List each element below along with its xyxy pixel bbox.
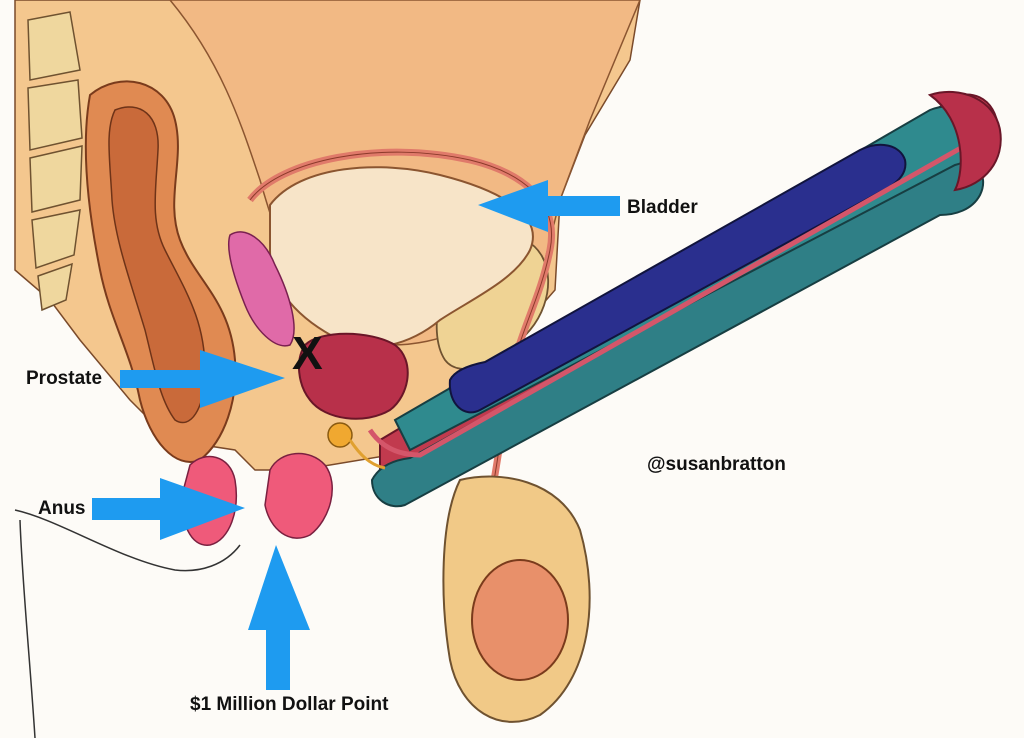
- corpus-spongiosum: [370, 158, 985, 508]
- bulb-of-penis: [264, 452, 333, 539]
- thigh-outline: [19, 519, 36, 738]
- bulbourethral-duct: [348, 439, 386, 470]
- corpus-cavernosum: [448, 143, 907, 414]
- label-prostate: Prostate: [26, 368, 103, 389]
- sacrum-spine: [27, 11, 83, 312]
- urethra: [367, 137, 977, 458]
- label-bladder: Bladder: [627, 197, 698, 218]
- arrow-right-icon: [120, 350, 285, 408]
- arrows: [92, 180, 620, 690]
- glans: [927, 90, 1002, 192]
- prostate: [298, 332, 409, 420]
- testicle: [471, 559, 569, 681]
- buttock-outline: [14, 509, 241, 572]
- label-anus: Anus: [38, 498, 86, 519]
- label-million-dollar-point: $1 Million Dollar Point: [190, 694, 389, 715]
- prostate-marker: X: [292, 327, 323, 379]
- seminal-vesicle: [227, 231, 295, 347]
- rectum-inner: [108, 106, 206, 424]
- bladder: [269, 166, 534, 348]
- credit-handle: @susanbratton: [647, 454, 786, 475]
- arrow-right-icon: [92, 478, 245, 540]
- arrow-left-icon: [478, 180, 620, 232]
- bulbourethral-gland: [327, 422, 353, 448]
- arrow-up-icon: [248, 545, 310, 690]
